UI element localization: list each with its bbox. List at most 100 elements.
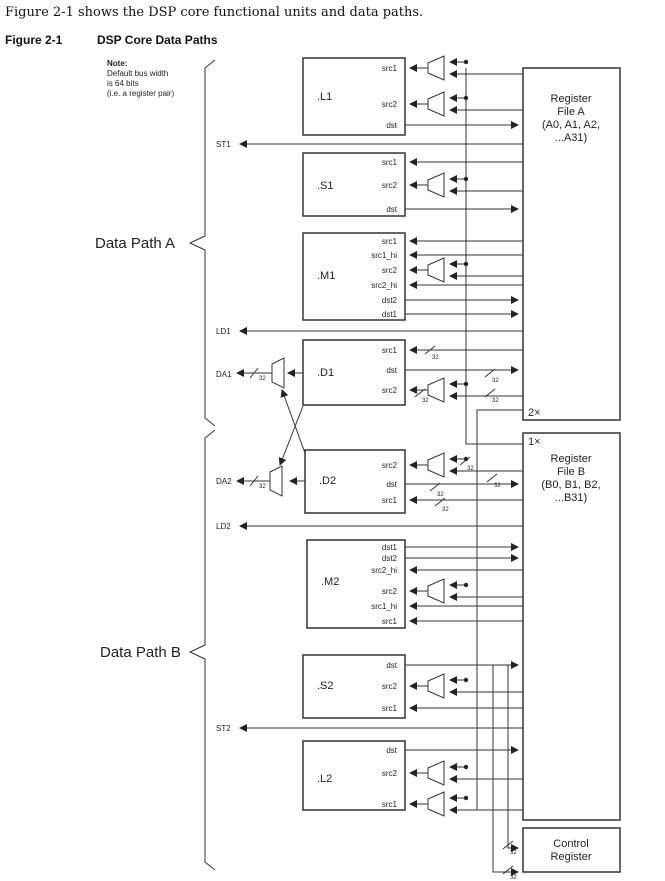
register-file-a [522, 67, 621, 421]
data-path-a-label: Data Path A [95, 235, 175, 252]
cross-path-2x: 2× [528, 407, 541, 419]
bus-width-label: 32 [437, 492, 444, 498]
junction-dot [463, 582, 469, 588]
svg-text:(B0, B1, B2,: (B0, B1, B2, [541, 479, 600, 491]
bus-width-slash [502, 865, 514, 875]
unit-box [302, 57, 406, 136]
bus-width-label: 32 [510, 875, 517, 881]
unit-s2: .S2 dst src2 src1 [302, 654, 523, 719]
unit-d2: .D2 src2 dst src1 [304, 449, 523, 514]
junction-dot [463, 59, 469, 65]
unit-name: .S2 [317, 680, 334, 692]
note-line: is 64 bits [107, 79, 139, 88]
unit-name: .D1 [317, 367, 334, 379]
svg-text:(A0, A1, A2,: (A0, A1, A2, [542, 119, 600, 131]
port-label: src2_hi [371, 281, 397, 290]
mux-icon [427, 257, 445, 283]
svg-text:Register: Register [551, 453, 592, 465]
bus-width-label: 32 [510, 850, 517, 856]
port-label: src2 [382, 587, 398, 596]
register-file-b [522, 432, 621, 821]
unit-name: .M2 [321, 576, 339, 588]
mux-icon [427, 377, 445, 403]
mux-icon [427, 673, 445, 699]
port-label: dst1 [382, 543, 398, 552]
port-label: src2 [382, 769, 398, 778]
bus-ld2-label: LD2 [216, 522, 231, 531]
port-label: src1 [382, 617, 398, 626]
port-label: src2 [382, 682, 398, 691]
svg-text:...B31): ...B31) [555, 492, 587, 504]
mux-icon [427, 760, 445, 786]
mux-icon [427, 55, 445, 81]
svg-text:Register: Register [551, 93, 592, 105]
junction-dot [463, 456, 469, 462]
bus-st1-label: ST1 [216, 140, 231, 149]
address-paths [236, 357, 306, 497]
port-label: dst [386, 205, 397, 214]
unit-name: .S1 [317, 180, 334, 192]
brace-b [188, 429, 216, 871]
mux-icon [427, 91, 445, 117]
unit-box [302, 654, 406, 719]
note-line: (i.e. a register pair) [107, 89, 174, 98]
bus-width-slash [459, 456, 471, 466]
mux-icon [427, 172, 445, 198]
register-file-b-label: Register File B (B0, B1, B2, ...B31) [541, 453, 600, 504]
port-label: src1_hi [371, 602, 397, 611]
note-title: Note: [107, 59, 127, 68]
junction-dot [463, 764, 469, 770]
bus-width-slash [486, 473, 498, 483]
unit-name: .M1 [317, 270, 335, 282]
unit-name: .L2 [317, 773, 332, 785]
mux-icon [427, 578, 445, 604]
unit-name: .D2 [319, 475, 336, 487]
port-label: dst [386, 366, 397, 375]
cross-path-buses [465, 68, 523, 876]
junction-dot [463, 381, 469, 387]
register-file-a-label: Register File A (A0, A1, A2, ...A31) [542, 93, 600, 144]
port-label: dst1 [382, 310, 398, 319]
bus-width-label: 32 [259, 376, 266, 382]
control-register-label: Register [551, 851, 592, 863]
port-label: src1 [382, 800, 398, 809]
port-label: src2 [382, 386, 398, 395]
port-label: src1_hi [371, 251, 397, 260]
unit-box [306, 539, 406, 629]
bus-width-label: 32 [432, 355, 439, 361]
cross-path-1x: 1× [528, 436, 541, 448]
note: Note: Default bus width is 64 bits (i.e.… [107, 59, 174, 98]
port-label: src1 [382, 237, 398, 246]
port-label: src1 [382, 496, 398, 505]
bus-width-label: 32 [259, 484, 266, 490]
note-line: Default bus width [107, 69, 168, 78]
port-label: src1 [382, 704, 398, 713]
port-label: src2 [382, 461, 398, 470]
mux-icon [427, 791, 445, 817]
data-path-b-label: Data Path B [100, 644, 181, 661]
bus-width-label: 32 [442, 507, 449, 513]
caption: Figure 2-1 shows the DSP core functional… [5, 5, 424, 20]
junction-dot [463, 795, 469, 801]
bus-da2-label: DA2 [216, 477, 232, 486]
unit-box [302, 740, 406, 811]
port-label: dst [386, 480, 397, 489]
svg-text:...A31): ...A31) [555, 132, 587, 144]
junction-dot [463, 176, 469, 182]
port-label: dst [386, 661, 397, 670]
unit-box [302, 152, 406, 217]
svg-text:File B: File B [557, 466, 585, 478]
port-label: dst2 [382, 296, 398, 305]
figure-title: DSP Core Data Paths [97, 33, 218, 47]
bus-width-label: 32 [492, 378, 499, 384]
brace-a [188, 59, 216, 427]
control-register [522, 827, 621, 873]
bus-width-label: 32 [494, 483, 501, 489]
